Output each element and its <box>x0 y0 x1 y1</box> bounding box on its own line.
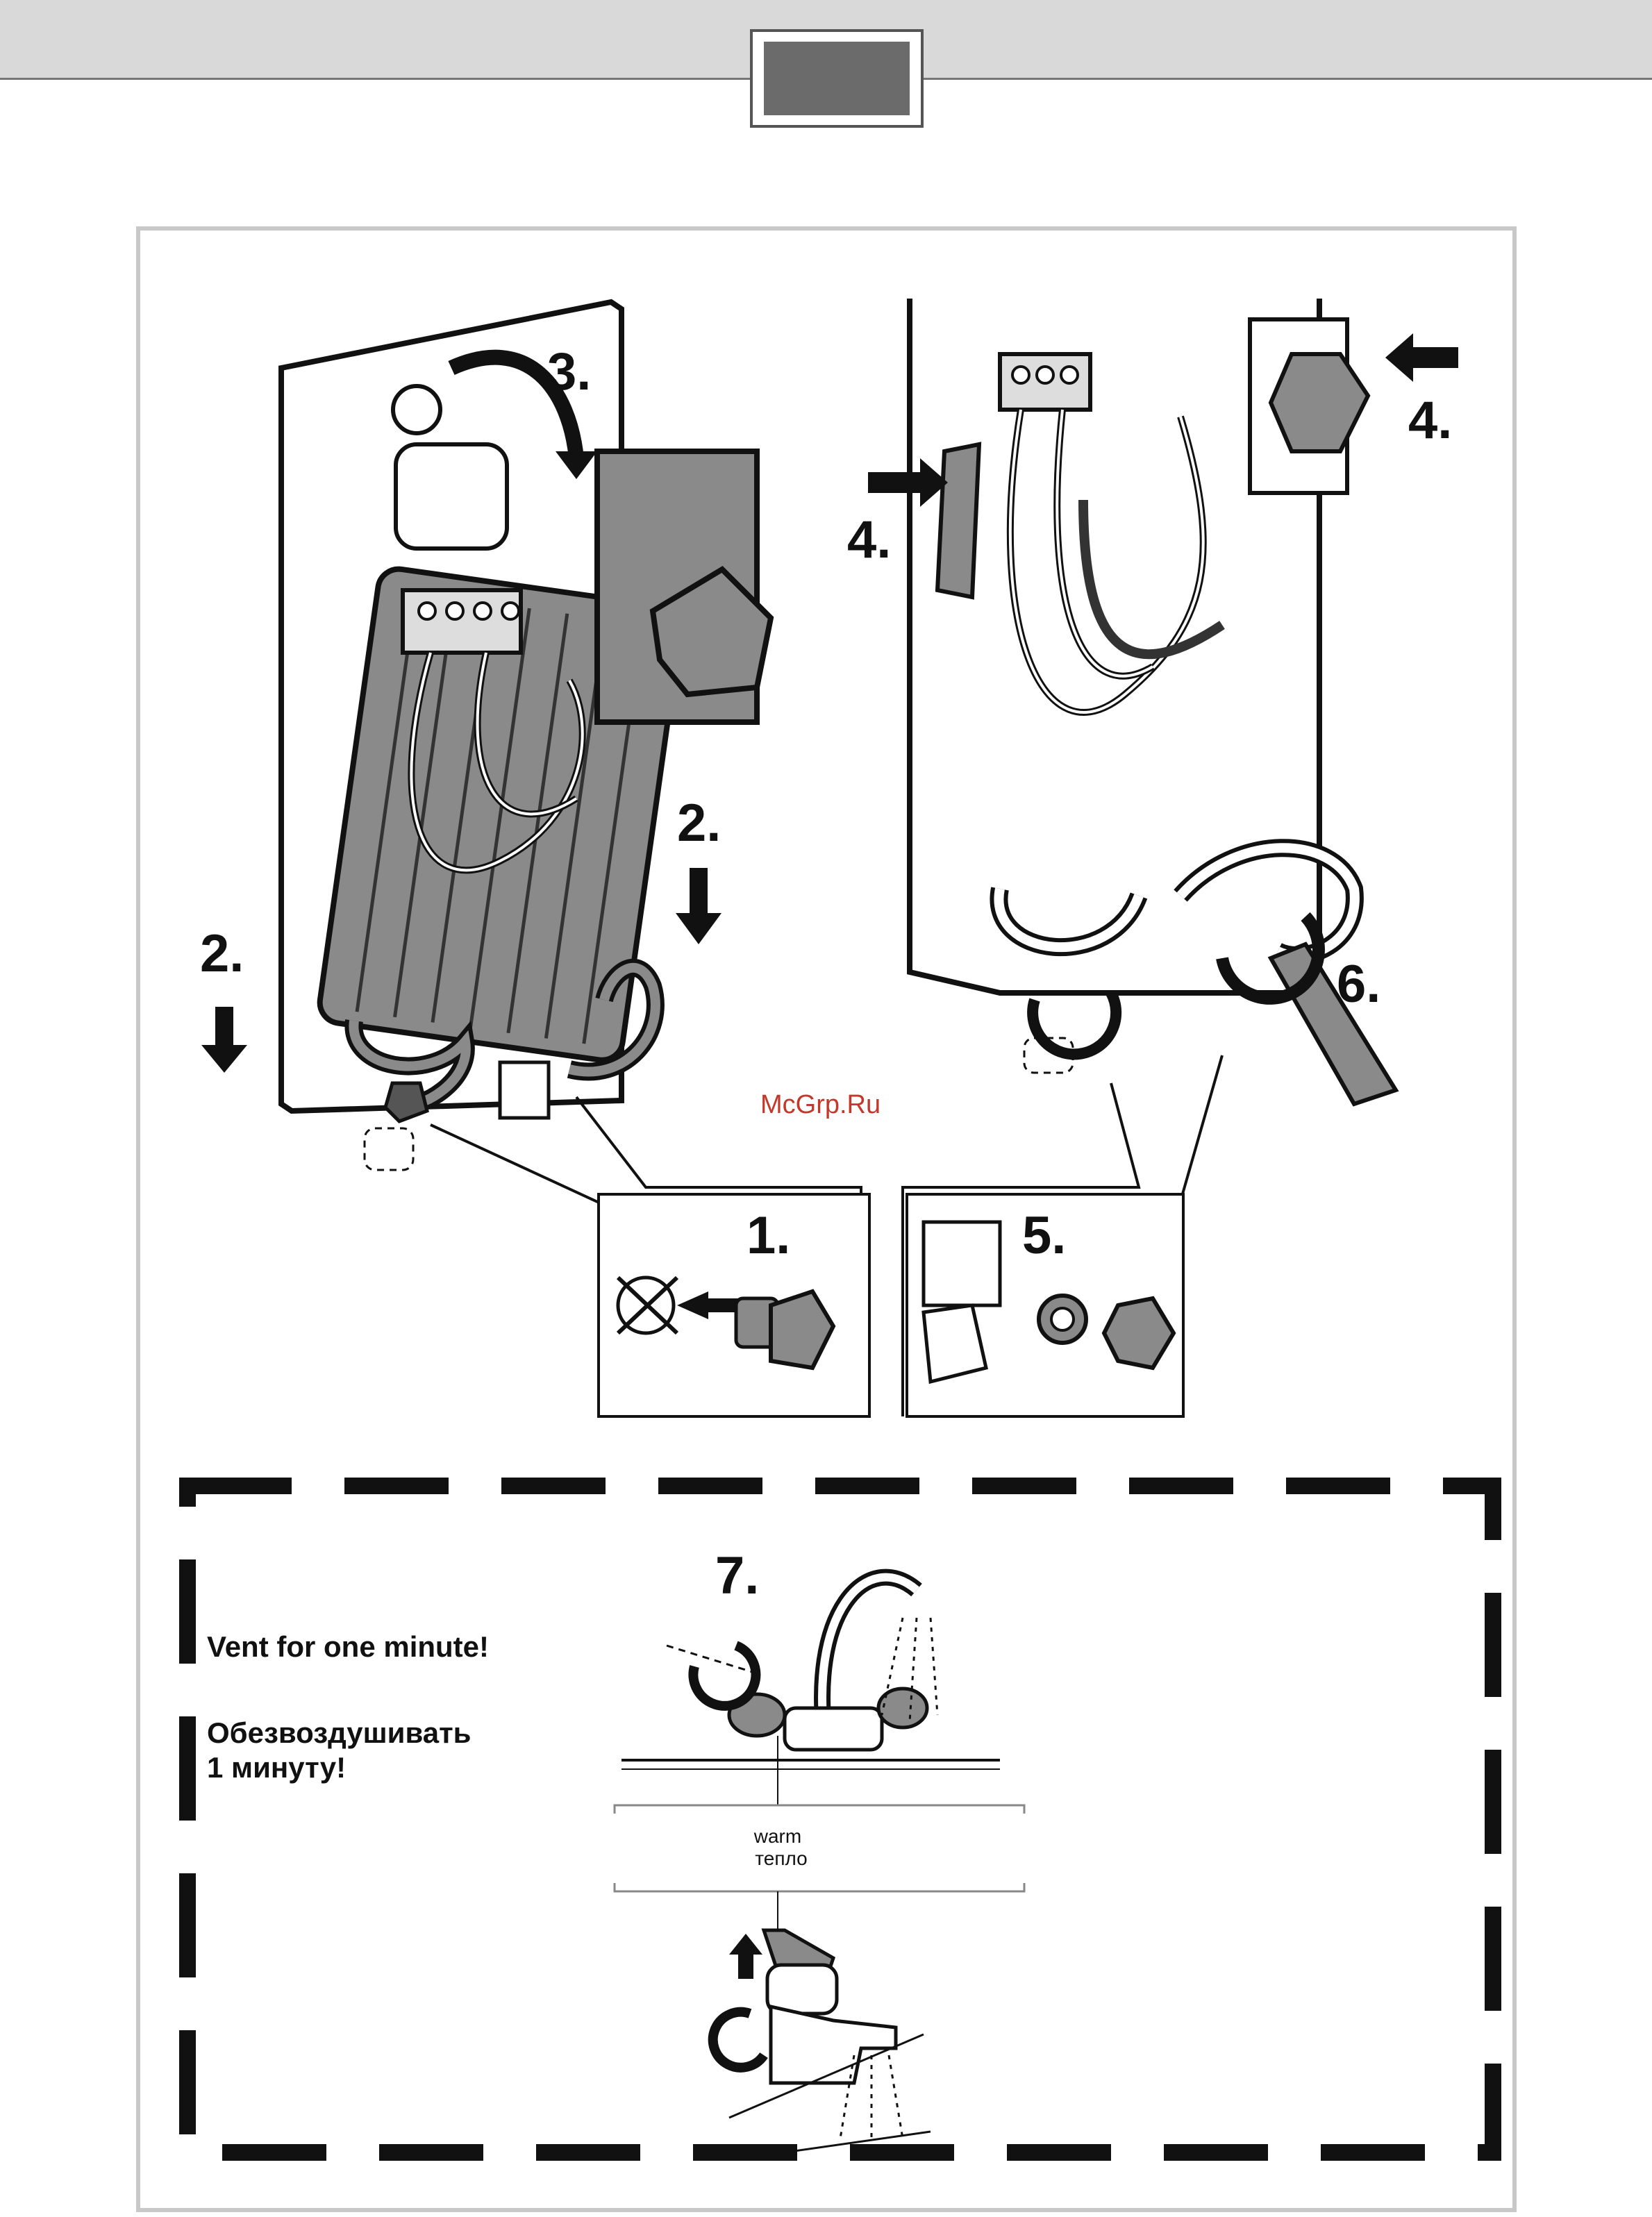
vent-note-ru-2: 1 минуту! <box>207 1751 346 1784</box>
arrow-down-2a <box>201 1007 247 1073</box>
arrow-down-2b <box>676 868 721 944</box>
vent-note-ru-1: Обезвоздушивать <box>207 1716 471 1750</box>
step-1-label: 1. <box>746 1210 790 1262</box>
faucet-label-ru: тепло <box>712 1847 851 1871</box>
step-2b-label: 2. <box>677 797 721 850</box>
callout-1-line <box>431 1125 611 1416</box>
step-3-label: 3. <box>547 346 591 399</box>
watermark: McGrp.Ru <box>760 1090 881 1120</box>
step-4a-label: 4. <box>847 514 891 567</box>
label-bracket-top <box>615 1805 1024 1814</box>
faucet-label-en: warm <box>708 1825 847 1848</box>
fitting-left <box>393 386 440 433</box>
step-5-label: 5. <box>1022 1210 1066 1262</box>
rotate-arrow-5 <box>1033 993 1116 1054</box>
dashed-cap-left <box>365 1128 413 1170</box>
thermostat-right <box>1271 354 1368 451</box>
faucet-body <box>785 1708 882 1750</box>
nut-left <box>385 1083 427 1121</box>
rotate-arrow-mixer <box>713 2012 764 2068</box>
vent-note-en: Vent for one minute! <box>207 1630 489 1664</box>
step-6-label: 6. <box>1337 958 1380 1011</box>
label-bracket-bottom <box>615 1883 1024 1891</box>
opening-left <box>396 444 507 549</box>
tee-fitting-left <box>500 1062 549 1118</box>
step-4b-label: 4. <box>1408 394 1452 447</box>
step-2a-label: 2. <box>200 928 244 980</box>
step-7-label: 7. <box>715 1550 759 1603</box>
clip-right <box>937 444 979 597</box>
arrow-push-4b <box>1385 333 1458 382</box>
mixer-body <box>771 2007 896 2083</box>
rotate-arrow-7 <box>693 1646 756 1706</box>
arrow-up <box>729 1934 762 1979</box>
terminal-block-left <box>403 590 521 653</box>
